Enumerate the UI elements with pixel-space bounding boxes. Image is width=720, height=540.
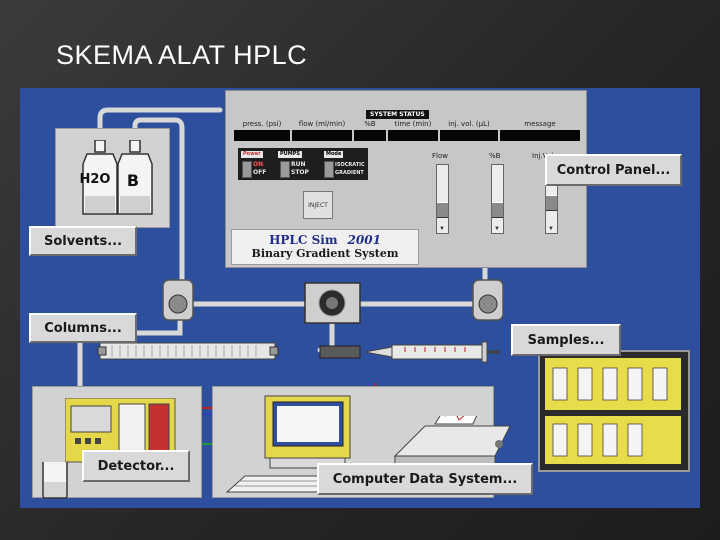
col-percent-b: %B — [364, 120, 376, 128]
system-status-label: SYSTEM STATUS — [366, 110, 429, 119]
flow-slider-label: Flow — [432, 152, 448, 160]
gradient-label: GRADIENT — [335, 170, 364, 176]
computer-data-system-button[interactable]: Computer Data System... — [317, 463, 533, 495]
inj-vol-slider-knob[interactable] — [546, 194, 557, 211]
isocratic-label: ISOCRATIC — [335, 162, 365, 168]
percent-b-slider-knob[interactable] — [492, 201, 503, 218]
off-label: OFF — [253, 169, 267, 176]
col-pressure: press. (psi) — [242, 120, 282, 128]
solvent-bottles — [82, 140, 153, 215]
inj-vol-slider-label: Inj.Vol. — [532, 152, 556, 160]
pumps-tag: PUMPS — [278, 151, 302, 158]
columns-button[interactable]: Columns... — [29, 313, 137, 343]
inj-vol-display — [440, 130, 498, 141]
flow-slider-knob[interactable] — [437, 201, 448, 218]
solvents-button[interactable]: Solvents... — [29, 226, 137, 256]
percent-b-slider[interactable]: ▼ — [491, 164, 504, 234]
computer — [225, 395, 351, 493]
power-tag: Power — [241, 151, 263, 158]
mode-tag: Mode — [324, 151, 344, 158]
hplc-simulator: H2O B — [20, 88, 700, 508]
inject-button[interactable]: INJECT — [303, 191, 333, 219]
control-panel-button[interactable]: Control Panel... — [545, 154, 682, 186]
time-display — [388, 130, 438, 141]
hplc-sim-logo: HPLC Sim 2001 Binary Gradient System — [231, 229, 419, 265]
pumps-switch[interactable] — [280, 161, 290, 178]
samples-button[interactable]: Samples... — [511, 324, 621, 356]
logo-year: 2001 — [347, 233, 381, 247]
percent-b-slider-label: %B — [489, 152, 501, 160]
col-time: time (min) — [394, 120, 432, 128]
pressure-display — [234, 130, 290, 141]
syringe — [319, 341, 500, 363]
waste-beaker — [42, 462, 68, 499]
down-arrow-icon: ▼ — [494, 226, 500, 232]
flow-display — [292, 130, 352, 141]
bottle-b-label: B — [126, 171, 140, 190]
switch-box: Power PUMPS Mode ON OFF RUN STOP ISOCRAT… — [238, 148, 368, 180]
col-inj-vol: inj. vol. (µL) — [448, 120, 490, 128]
col-message: message — [524, 120, 556, 128]
injector-valve — [304, 282, 361, 324]
mode-switch[interactable] — [324, 161, 334, 178]
sample-vials — [545, 358, 681, 464]
logo-subtitle: Binary Gradient System — [251, 247, 399, 260]
stop-label: STOP — [291, 169, 309, 176]
col-flow: flow (ml/min) — [298, 120, 346, 128]
slide-title: SKEMA ALAT HPLC — [56, 40, 308, 70]
percent-b-display — [354, 130, 386, 141]
power-switch[interactable] — [242, 161, 252, 178]
run-label: RUN — [291, 161, 306, 168]
pump-b — [472, 279, 504, 321]
logo-title: HPLC Sim — [269, 233, 338, 247]
message-display — [500, 130, 580, 141]
pump-a — [162, 279, 194, 321]
hplc-column — [97, 342, 279, 360]
down-arrow-icon: ▼ — [548, 226, 554, 232]
down-arrow-icon: ▼ — [439, 226, 445, 232]
flow-slider[interactable]: ▼ — [436, 164, 449, 234]
detector-button[interactable]: Detector... — [82, 450, 190, 482]
control-panel: SYSTEM STATUS press. (psi) flow (ml/min)… — [225, 90, 587, 268]
bottle-a-label: H2O — [79, 172, 111, 187]
on-label: ON — [253, 161, 264, 168]
